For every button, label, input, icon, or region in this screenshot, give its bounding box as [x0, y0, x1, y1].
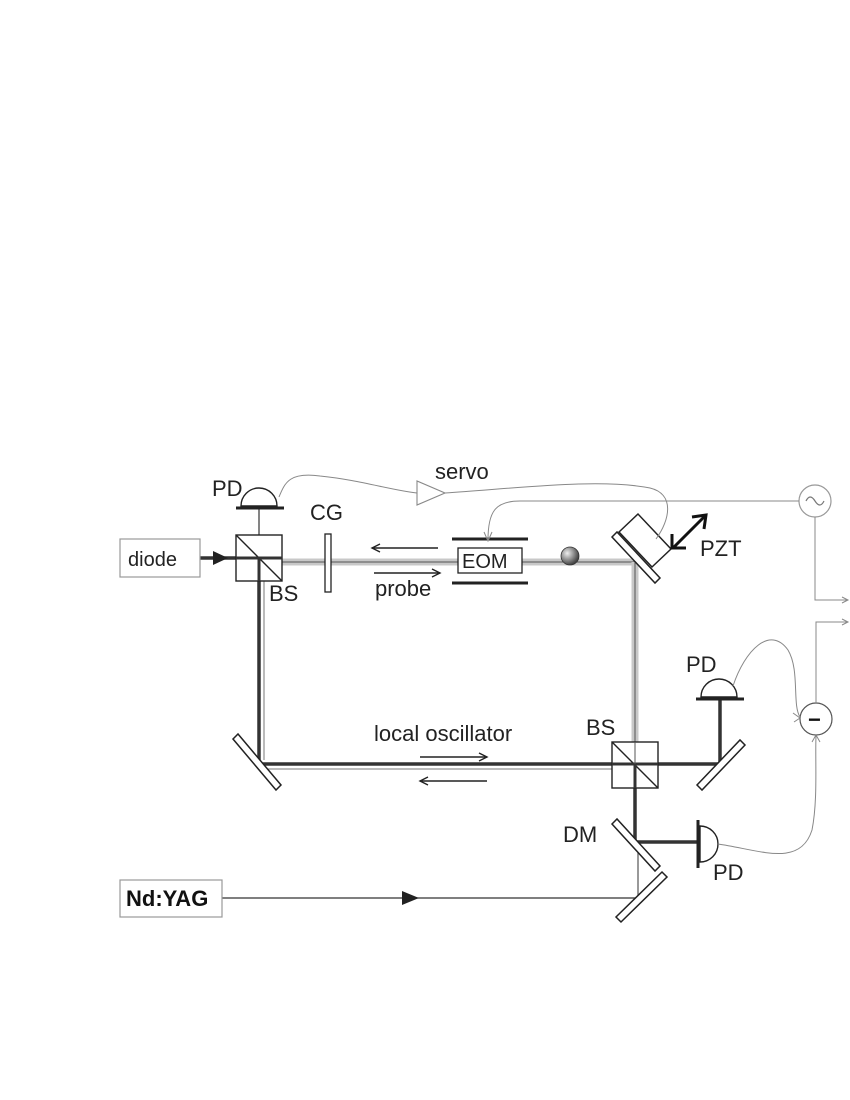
- pzt-double-arrow: [670, 513, 708, 550]
- mirror-pzt: [610, 530, 662, 585]
- wire-pdbottom-to-sub: [717, 735, 817, 854]
- diode-beam-arrow: [213, 551, 228, 565]
- sine-wave-icon: [805, 496, 825, 506]
- dm-label: DM: [563, 822, 597, 847]
- eom-device: [452, 537, 528, 585]
- bs-right-label: BS: [586, 715, 615, 740]
- bs-right: [611, 741, 659, 789]
- bs-left: [235, 534, 283, 582]
- subtractor-sign: −: [808, 707, 821, 732]
- out2-arrowhead: [841, 618, 850, 626]
- cg-plate: [324, 533, 332, 593]
- wire-pdright-to-sub: [732, 639, 801, 718]
- wire-gen-to-out1: [814, 517, 848, 601]
- wires: [278, 474, 850, 854]
- probe-label: probe: [375, 576, 431, 601]
- mirror-bottom-left: [231, 732, 283, 792]
- sample-sphere: [560, 546, 580, 566]
- wire-eom-arrowhead: [483, 531, 493, 543]
- pd-right-label: PD: [686, 652, 717, 677]
- out1-arrowhead: [841, 596, 850, 604]
- servo-amplifier: [416, 480, 447, 506]
- eom-label: EOM: [462, 551, 508, 573]
- mirror-right: [695, 738, 747, 792]
- pzt-label: PZT: [700, 536, 742, 561]
- mirror-ndyag: [614, 870, 669, 924]
- wire-gen-to-eom: [487, 500, 799, 541]
- diode-label: diode: [128, 549, 177, 571]
- servo-label: servo: [435, 459, 489, 484]
- diode-box: [119, 538, 201, 578]
- mirror-dm: [610, 817, 662, 873]
- ndyag-beam-arrow: [402, 891, 419, 905]
- pd-top: [236, 487, 284, 510]
- pd-bottom: [696, 820, 719, 868]
- pd-bottom-label: PD: [713, 860, 744, 885]
- lo-arrow-right: [420, 752, 489, 762]
- pd-right: [696, 678, 744, 701]
- sub-left-arrowhead: [792, 712, 801, 723]
- probe-arrow-right: [374, 568, 442, 578]
- lo-arrow-left: [418, 776, 487, 786]
- mirrors: [231, 530, 747, 924]
- wire-sub-to-out2: [815, 621, 848, 703]
- local-oscillator-label: local oscillator: [374, 721, 512, 746]
- cg-label: CG: [310, 500, 343, 525]
- sub-bottom-arrowhead: [811, 733, 821, 743]
- ndyag-label: Nd:YAG: [126, 886, 208, 911]
- bs-left-label: BS: [269, 581, 298, 606]
- probe-arrow-left: [370, 543, 438, 553]
- ndyag-box: [119, 879, 223, 918]
- wire-servo-to-pzt: [444, 483, 668, 540]
- direction-arrows: [370, 543, 489, 786]
- wire-pd-to-servo: [278, 474, 418, 498]
- pd-top-label: PD: [212, 476, 243, 501]
